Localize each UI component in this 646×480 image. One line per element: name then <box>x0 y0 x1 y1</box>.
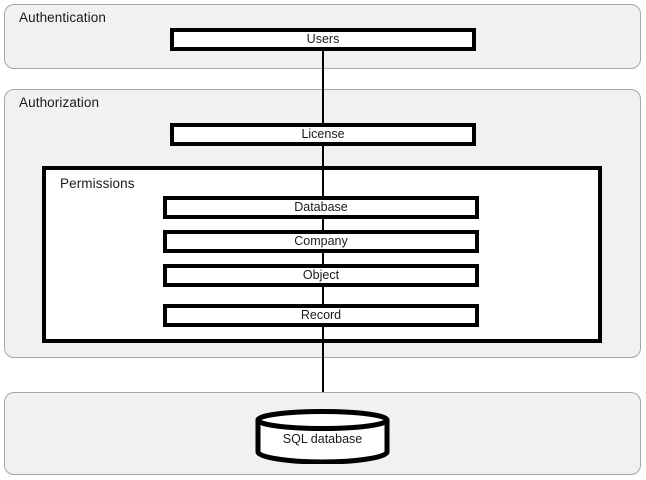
node-record-label: Record <box>300 308 342 323</box>
node-sql-database-label: SQL database <box>282 432 363 446</box>
node-object-label: Object <box>302 268 340 283</box>
panel-authorization-label: Authorization <box>19 95 100 110</box>
node-company[interactable]: Company <box>163 230 479 253</box>
node-license-label: License <box>301 127 345 142</box>
node-license[interactable]: License <box>170 123 476 146</box>
node-users-label: Users <box>306 32 340 47</box>
node-database-label: Database <box>294 200 348 215</box>
node-object[interactable]: Object <box>163 264 479 287</box>
panel-authentication-label: Authentication <box>19 10 106 25</box>
node-sql-database[interactable]: SQL database <box>254 408 391 464</box>
cylinder-icon <box>255 409 390 464</box>
node-record[interactable]: Record <box>163 304 479 327</box>
node-users[interactable]: Users <box>170 28 476 51</box>
group-permissions-label: Permissions <box>60 176 135 191</box>
connector-users-to-sql-database <box>322 48 324 392</box>
node-company-label: Company <box>294 234 348 249</box>
node-database[interactable]: Database <box>163 196 479 219</box>
